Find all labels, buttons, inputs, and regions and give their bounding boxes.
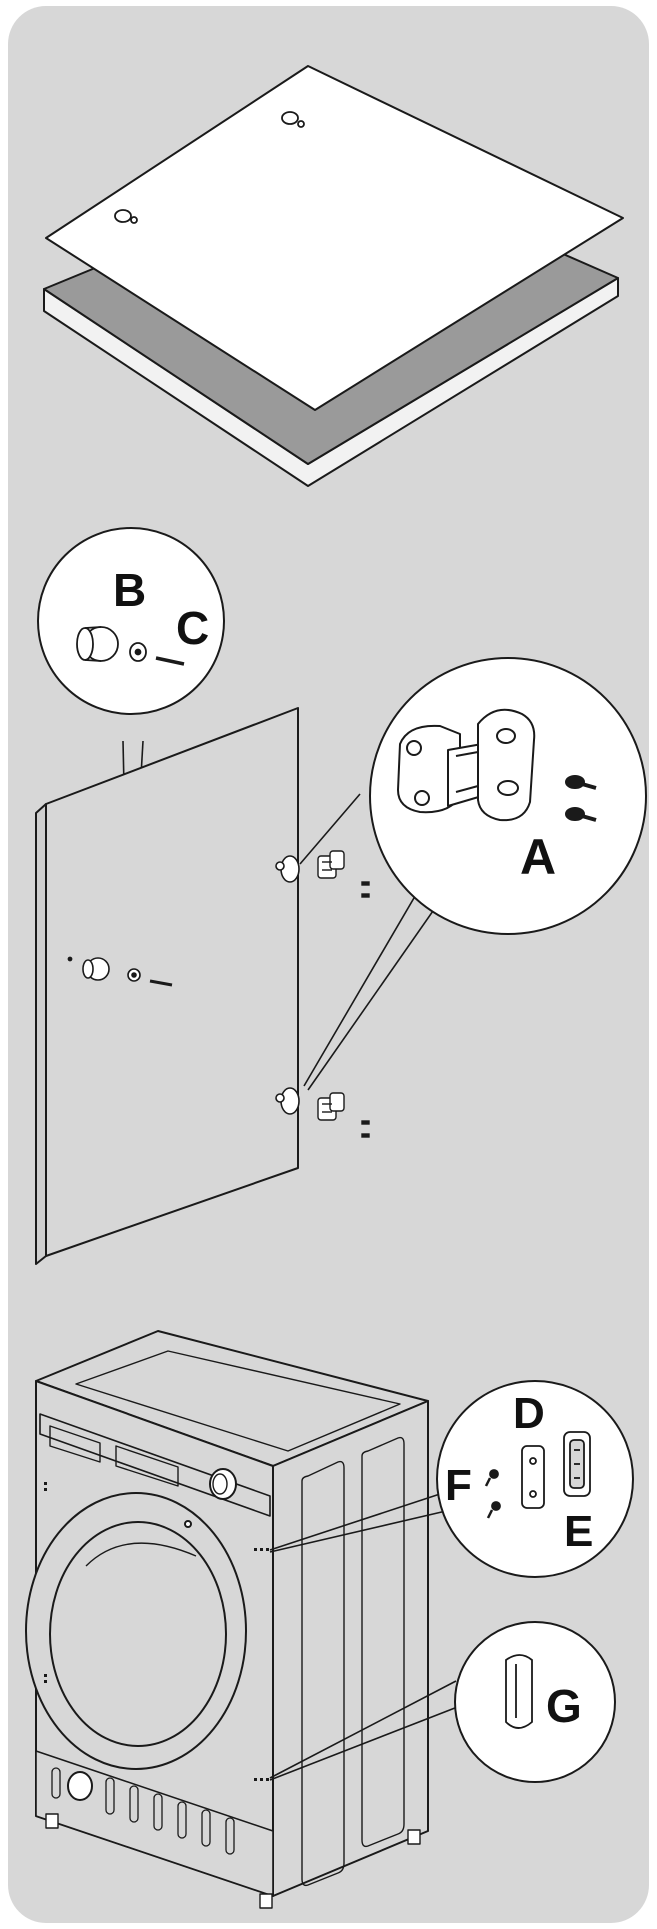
foot-front-right [259,1893,273,1909]
detail-circle-magnet: G [454,1621,616,1783]
porthole-inner [49,1521,227,1747]
strike-e-drawing [563,1431,591,1497]
machine-top-inner [75,1350,401,1452]
door-handle-parts [67,956,173,987]
magnet-g-drawing [505,1654,533,1729]
label-d: D [513,1389,545,1438]
control-panel [39,1413,271,1517]
washing-machine [25,1330,429,1909]
label-b: B [113,564,146,616]
machine-side [272,1400,429,1897]
side-embossing-1 [301,1460,345,1887]
side-hinge-lower [317,1092,370,1138]
foot-back-right [407,1829,421,1845]
label-e: E [564,1507,593,1556]
knob-b-drawing [76,626,119,662]
door-side [35,803,47,1265]
screws-a-drawing [565,775,597,822]
label-g: G [546,1680,582,1732]
label-c: C [176,602,209,654]
hinge-pointer-lines [299,793,457,1091]
template-hinge-markings [114,111,305,224]
door-hinge-recesses [275,855,300,1115]
detail-circle-hinge: A [369,657,647,935]
assembly-diagram: B C A [8,6,649,1923]
washer-c-drawing [129,642,185,666]
foot-left [45,1813,59,1829]
display-window [115,1445,179,1487]
program-knob [209,1468,237,1500]
detail-circle-latch: D E F [436,1380,634,1578]
machine-fixing-dots [44,1482,269,1781]
plinth-vents [51,1767,235,1855]
label-a: A [520,829,556,885]
label-f: F [445,1461,472,1510]
paper-template [45,65,624,411]
side-hinge-upper [317,850,370,898]
drain-cap [67,1771,93,1801]
side-embossing-2 [361,1436,405,1848]
door-panel [35,707,299,1265]
g-pointer-lines [269,1680,461,1781]
detergent-drawer [49,1425,101,1463]
hinge-a-drawing [397,708,536,822]
plate-d-drawing [521,1445,545,1509]
screws-f-drawing [484,1469,501,1519]
template-and-board [43,65,624,487]
def-pointer-lines [269,1492,447,1553]
door-face [45,707,299,1257]
detail-circle-handle: B C [37,527,225,715]
